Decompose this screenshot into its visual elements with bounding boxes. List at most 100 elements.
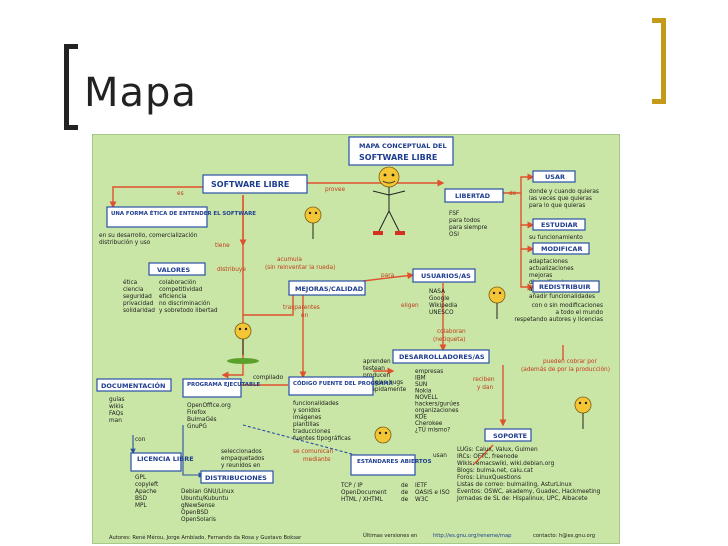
- modificar-text-item: actualizaciones: [529, 266, 574, 272]
- etica-text-item: distribución y uso: [99, 239, 151, 246]
- modificar-text: adaptacionesactualizacionesmejorasdivers…: [529, 259, 595, 300]
- valores-col1-item: privacidad: [123, 301, 154, 307]
- node-usar: [532, 170, 576, 183]
- estandares-mid-item: de: [401, 483, 409, 489]
- redistribuir-text-item: a todo el mundo: [555, 310, 603, 316]
- usar-text-item: las veces que quieras: [529, 196, 592, 202]
- link-distribuye: [221, 195, 244, 379]
- label-compilado: compilado: [253, 375, 284, 381]
- valores-col1-item: seguridad: [123, 294, 152, 300]
- modificar-text-item: añadir funcionalidades: [529, 294, 595, 300]
- link-seleccionados: [182, 425, 205, 478]
- desarrolladores-orgs-item: ¿TÚ mismo?: [415, 427, 450, 434]
- usar-text-item: donde y cuando quieras: [529, 189, 599, 195]
- desarrolladores-orgs-item: hackers/gurúes: [415, 401, 459, 408]
- label-producen: producen: [363, 373, 391, 379]
- codigo-list-item: funcionalidades: [293, 401, 339, 407]
- estandares-left-item: TCP / IP: [340, 483, 363, 489]
- etica-text-item: en su desarrollo, comercialización: [99, 232, 198, 239]
- node-valores-label: VALORES: [157, 266, 191, 274]
- label-con: con: [135, 437, 146, 443]
- distribuciones-item: Debian GNU/Linux: [181, 489, 235, 495]
- desarrolladores-orgs-item: Nokia: [415, 389, 432, 395]
- label-transparentes: trasparentes: [283, 305, 320, 311]
- link-para: [362, 272, 415, 282]
- documentacion-item: FAQs: [109, 411, 123, 417]
- label-y-dan: y dan: [477, 385, 494, 391]
- estandares-right-item: W3C: [415, 497, 428, 503]
- node-usar-label: USAR: [545, 173, 565, 181]
- cartoon-character-top: [372, 166, 406, 235]
- soporte-item: Listas de correo: bulmailing, AsturLinux: [457, 482, 572, 488]
- cartoon-character-left: [304, 206, 322, 239]
- node-soporte-label: SOPORTE: [493, 432, 527, 440]
- label-tiene: tiene: [215, 243, 230, 249]
- node-codigo-label: CÓDIGO FUENTE DEL PROGRAMA: [293, 380, 394, 387]
- node-programa: [182, 378, 242, 398]
- page-title: Mapa: [84, 70, 197, 116]
- node-software-libre: [202, 174, 308, 194]
- libertad-fsf-item: para siempre: [449, 225, 488, 231]
- soporte-item: Foros: LinuxQuestions: [457, 475, 521, 481]
- svg-text:en su desarrollo, comercializa: en su desarrollo, comercializacióndistri…: [99, 232, 198, 246]
- licencia-item: GPL: [135, 475, 147, 481]
- node-distribuciones-label: DISTRIBUCIONES: [205, 474, 267, 482]
- footer-url[interactable]: http://es.gnu.org/reneme/map: [433, 533, 512, 539]
- valores-col2-item: competitividad: [159, 287, 203, 293]
- programa-item: OpenOffice.org: [187, 403, 231, 409]
- licencia-item: Apache: [135, 489, 157, 495]
- usar-text-item: para lo que quieras: [529, 203, 585, 209]
- node-redistribuir: [532, 280, 600, 293]
- map-header-line2: SOFTWARE LIBRE: [359, 153, 437, 162]
- svg-text:su funcionamiento: su funcionamiento: [529, 235, 583, 241]
- node-estandares: [350, 454, 416, 476]
- node-licencia-label: LICENCIA LIBRE: [137, 455, 194, 463]
- codigo-list-item: y sonidos: [293, 408, 320, 414]
- valores-col2-item: eficiencia: [159, 294, 187, 300]
- soporte-item: LUGs: Calux, Valux, Gulmen: [457, 447, 538, 453]
- label-seleccionados: seleccionados: [221, 449, 262, 455]
- label-de: de: [509, 191, 517, 197]
- node-documentacion: [96, 378, 172, 392]
- documentacion-item: guías: [109, 396, 125, 403]
- libertad-fsf-item: para todos: [449, 218, 480, 224]
- node-soporte: [484, 428, 532, 442]
- label-reinventar: (sin reinventar la rueda): [265, 265, 335, 271]
- label-aprenden: aprenden: [363, 359, 391, 365]
- licencia-item: MPL: [135, 503, 147, 509]
- valores-col2-item: no discriminación: [159, 300, 210, 307]
- node-etica: [106, 206, 208, 228]
- usuarios-orgs-item: Google: [429, 296, 450, 302]
- cartoon-character-usuarios: [488, 286, 506, 319]
- desarrolladores-orgs-item: SUN: [415, 382, 427, 388]
- programa-item: BulmaGés: [187, 416, 217, 423]
- soporte-item: Wikis: emacswiki, wiki.debian.org: [457, 461, 555, 467]
- cartoon-character-skater: [227, 322, 259, 364]
- map-header-line1: MAPA CONCEPTUAL DEL: [359, 142, 447, 150]
- libertad-fsf-item: FSF: [449, 211, 459, 217]
- estudiar-text-item: su funcionamiento: [529, 235, 583, 241]
- concept-map-canvas: .box{fill:#ffffff;stroke:#2a4fa6;stroke-…: [96, 136, 610, 541]
- desarrolladores-orgs-item: Cherokee: [415, 421, 443, 427]
- label-distribuye: distribuye: [217, 267, 246, 273]
- label-en: en: [301, 313, 309, 319]
- codigo-list-item: traducciones: [293, 429, 330, 435]
- distribuciones-item: Ubuntu/Kubuntu: [181, 496, 229, 502]
- node-estudiar-label: ESTUDIAR: [541, 221, 578, 229]
- programa-item: Firefox: [187, 410, 207, 416]
